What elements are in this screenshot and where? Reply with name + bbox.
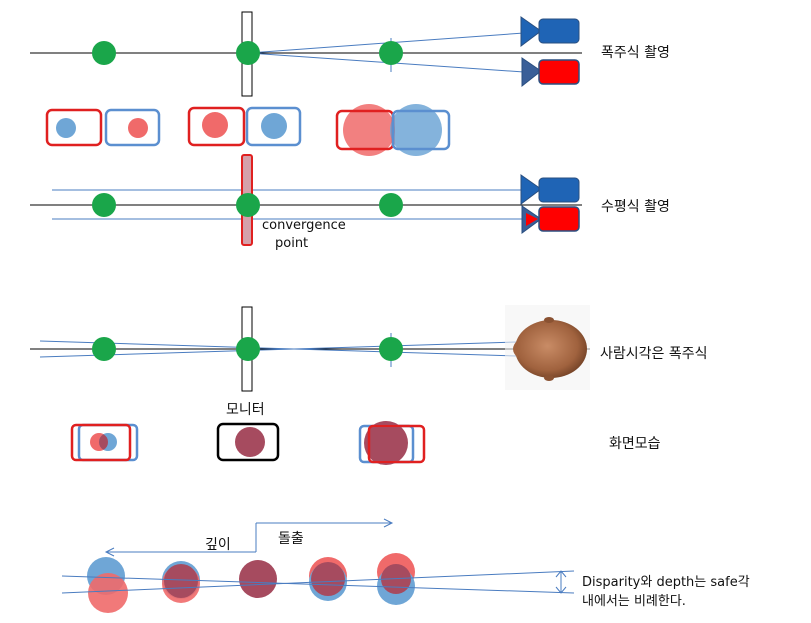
camera-blue-icon [520, 16, 580, 47]
section-depth [61, 518, 575, 613]
green-point-screen [236, 193, 260, 217]
green-point-near [379, 193, 403, 217]
section-human-vision [30, 305, 590, 392]
image-pairs-row-1 [45, 104, 451, 156]
camera-red-icon [521, 205, 580, 234]
label-monitor: 모니터 [226, 402, 265, 418]
green-point-far [92, 193, 116, 217]
green-point-far [92, 337, 116, 361]
label-point: point [275, 236, 309, 251]
screen-view-row [70, 421, 426, 465]
green-point-near [379, 337, 403, 361]
note-line-1: Disparity와 depth는 safe각 [582, 575, 750, 590]
section-parallel-shooting [30, 154, 582, 246]
camera-red-icon [521, 57, 580, 88]
right-eye-ray [39, 340, 549, 358]
green-point-screen [236, 41, 260, 65]
green-point-far [92, 41, 116, 65]
label-human-vision: 사람시각은 폭주식 [600, 346, 708, 362]
label-convergence: convergence [262, 218, 346, 233]
label-depth: 깊이 [205, 537, 231, 553]
green-point-screen [236, 337, 260, 361]
green-point-near [379, 41, 403, 65]
label-convergent-shooting: 폭주식 촬영 [601, 45, 670, 61]
label-protrusion: 돌출 [278, 531, 304, 547]
head-icon [505, 305, 590, 390]
camera-blue-icon [520, 174, 580, 205]
label-screen-view: 화면모습 [609, 436, 661, 452]
note-line-2: 내에서는 비례한다. [582, 594, 686, 609]
label-parallel-shooting: 수평식 촬영 [601, 199, 670, 215]
section-convergent-shooting [30, 11, 582, 97]
